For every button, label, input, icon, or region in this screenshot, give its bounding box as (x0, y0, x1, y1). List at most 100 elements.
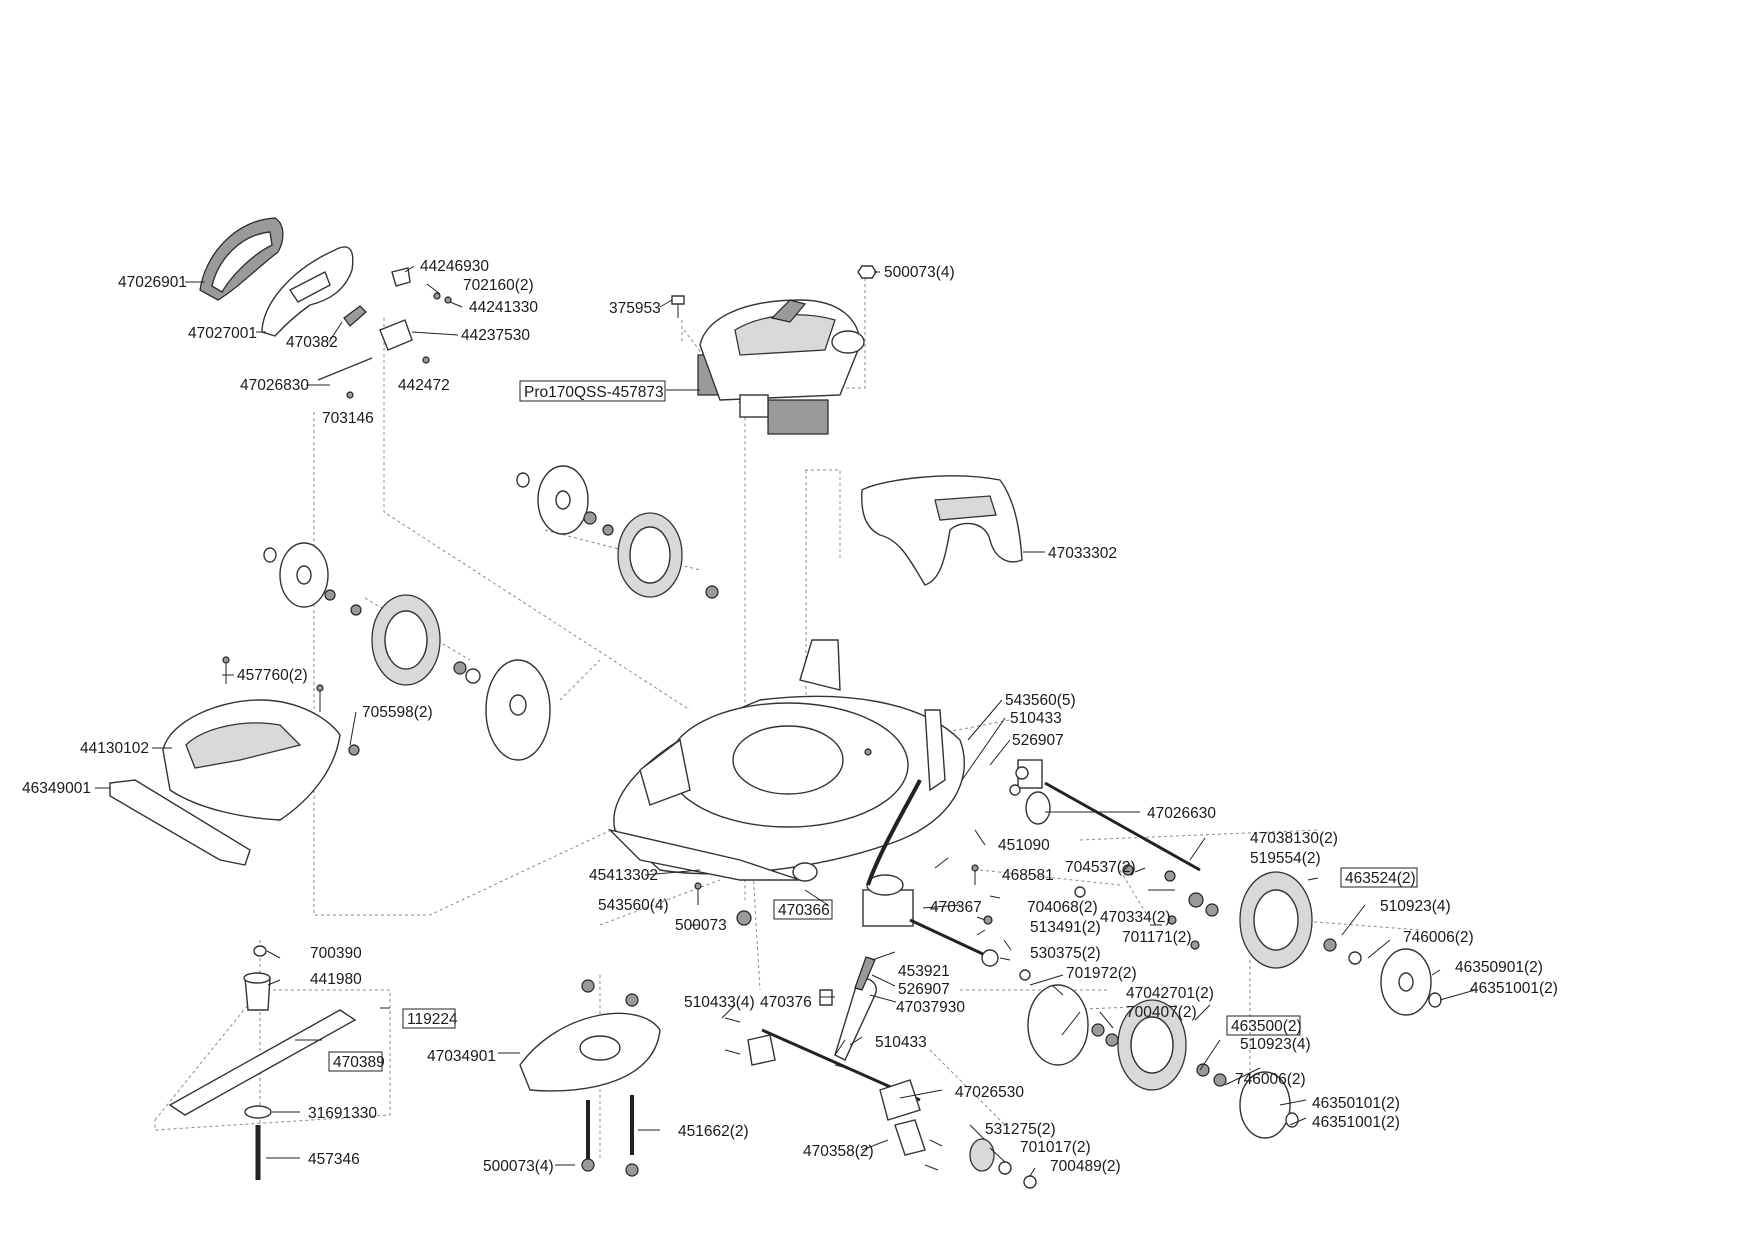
label-470367: 470367 (930, 899, 982, 916)
label-46349001: 46349001 (22, 780, 91, 797)
label-510433-b: 510433 (875, 1034, 927, 1051)
label-46351001-a: 46351001(2) (1470, 980, 1558, 997)
leader-lines (95, 265, 1476, 1177)
label-47042701: 47042701(2) (1126, 985, 1214, 1002)
label-375953: 375953 (609, 300, 661, 317)
label-530375: 530375(2) (1030, 945, 1101, 962)
deck-hardware (694, 748, 1200, 1171)
label-44241330: 44241330 (469, 299, 538, 316)
label-453921: 453921 (898, 963, 950, 980)
front-wheel-hubcap (1019, 969, 1119, 1066)
label-500073-4-blade: 500073(4) (483, 1158, 554, 1175)
label-451662: 451662(2) (678, 1123, 749, 1140)
transmission-470367 (792, 862, 999, 967)
label-47034901: 47034901 (427, 1048, 496, 1065)
label-31691330: 31691330 (308, 1105, 377, 1122)
label-47026830: 47026830 (240, 377, 309, 394)
label-470366: 470366 (778, 902, 830, 919)
label-47026901: 47026901 (118, 274, 187, 291)
baffle-47034901 (519, 979, 661, 1177)
rear-guard-47033302 (861, 475, 1023, 586)
label-119224: 119224 (407, 1011, 458, 1028)
label-442472: 442472 (398, 377, 450, 394)
bumper-46349001 (109, 779, 251, 866)
handle-bracket-47027001 (261, 246, 354, 337)
label-451090: 451090 (998, 837, 1050, 854)
label-46350101: 46350101(2) (1312, 1095, 1400, 1112)
label-box-470366 (773, 899, 833, 920)
label-510923-4-a: 510923(4) (1380, 898, 1451, 915)
rear-wheel-right (1188, 871, 1313, 969)
label-engine: Pro170QSS-457873 (524, 384, 664, 401)
label-704537: 704537(2) (1065, 859, 1136, 876)
label-44237530: 44237530 (461, 327, 530, 344)
screws-front (222, 656, 360, 756)
label-463500: 463500(2) (1231, 1018, 1302, 1035)
label-700407: 700407(2) (1126, 1004, 1197, 1021)
lever-470382 (343, 305, 367, 327)
front-axle-47026530 (747, 1028, 1037, 1189)
label-47026530: 47026530 (955, 1084, 1024, 1101)
front-cover-44130102 (162, 699, 341, 821)
label-526907-b: 526907 (898, 981, 950, 998)
engine-label-box (519, 380, 666, 402)
label-46351001-b: 46351001(2) (1312, 1114, 1400, 1131)
label-47033302: 47033302 (1048, 545, 1117, 562)
label-510433-4: 510433(4) (684, 994, 755, 1011)
label-701017: 701017(2) (1020, 1139, 1091, 1156)
label-box-119224 (402, 1008, 456, 1029)
label-519554: 519554(2) (1250, 850, 1321, 867)
label-510923-4-b: 510923(4) (1240, 1036, 1311, 1053)
label-700390: 700390 (310, 945, 362, 962)
label-543560-4: 543560(4) (598, 897, 669, 914)
label-705598: 705598(2) (362, 704, 433, 721)
engine-pro170qss (697, 299, 865, 435)
mower-deck-45413302 (607, 639, 965, 881)
label-468581: 468581 (1002, 867, 1054, 884)
axle-47026630 (1017, 759, 1201, 876)
label-746006-b: 746006(2) (1235, 1071, 1306, 1088)
label-510433-a: 510433 (1010, 710, 1062, 727)
label-44130102: 44130102 (80, 740, 149, 757)
label-47038130: 47038130(2) (1250, 830, 1338, 847)
blade-adapter-441980 (243, 945, 271, 1011)
label-513491: 513491(2) (1030, 919, 1101, 936)
label-702160: 702160(2) (463, 277, 534, 294)
label-457346: 457346 (308, 1151, 360, 1168)
nut-500073-engine (857, 265, 877, 279)
label-47027001: 47027001 (188, 325, 257, 342)
label-470389: 470389 (333, 1054, 385, 1071)
label-box-463524 (1340, 867, 1418, 888)
label-457760: 457760(2) (237, 667, 308, 684)
label-531275: 531275(2) (985, 1121, 1056, 1138)
label-700489: 700489(2) (1050, 1158, 1121, 1175)
part-labels: 47026901 47027001 470382 47026830 703146… (22, 258, 1558, 1175)
deck-side-bracket (639, 738, 691, 806)
bracket-44246930 (391, 267, 411, 287)
front-wheel-right (1117, 999, 1299, 1139)
label-500073-4-engine: 500073(4) (884, 264, 955, 281)
hubcap-top (516, 465, 589, 535)
label-500073: 500073 (675, 917, 727, 934)
blade-box-119224 (154, 989, 391, 1131)
label-746006-a: 746006(2) (1403, 929, 1474, 946)
wheel-top (583, 511, 719, 599)
belt (866, 779, 922, 886)
wheel-left (371, 594, 481, 686)
label-463524: 463524(2) (1345, 870, 1416, 887)
bolt-375953 (671, 295, 685, 318)
label-526907-a: 526907 (1012, 732, 1064, 749)
label-543560-5: 543560(5) (1005, 692, 1076, 709)
label-470382: 470382 (286, 334, 338, 351)
label-47026630: 47026630 (1147, 805, 1216, 822)
lever-parts-47037930 (819, 956, 877, 1061)
label-470334: 470334(2) (1100, 909, 1171, 926)
rear-flap (485, 659, 551, 761)
handle-cover-47026901 (199, 217, 284, 301)
label-46350901: 46350901(2) (1455, 959, 1543, 976)
label-703146: 703146 (322, 410, 374, 427)
label-470376: 470376 (760, 994, 812, 1011)
label-470358: 470358(2) (803, 1143, 874, 1160)
